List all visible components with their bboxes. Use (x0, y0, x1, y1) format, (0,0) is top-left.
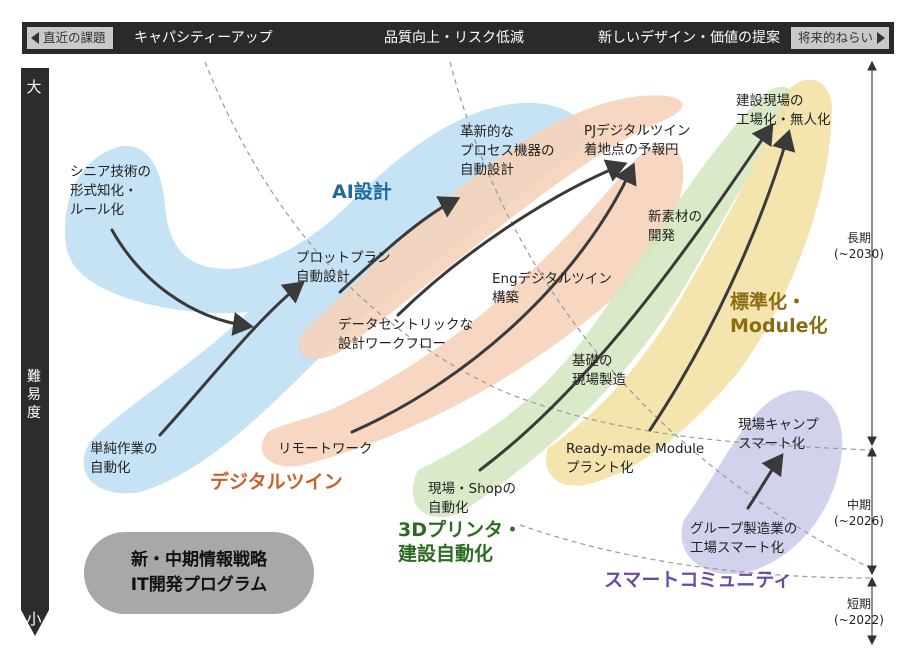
arrow-simple-to-plot (158, 281, 305, 437)
axis-bottom-label: 小 (26, 610, 42, 628)
item-group-manufacturing: グループ製造業の 工場スマート化 (690, 521, 798, 556)
item-senior-knowledge: シニア技術の 形式知化・ ルール化 (70, 164, 151, 218)
3d-printer-region (412, 86, 793, 518)
top-item-capacity: キャパシティーアップ (134, 30, 273, 46)
category-3d-printer: 3Dプリンタ・ 建設自動化 (398, 519, 522, 565)
category-ai-design: AI設計 (332, 181, 392, 203)
horizon-dashed-lines (204, 61, 871, 579)
item-remote-work: リモートワーク (278, 441, 373, 457)
smart-community-region (681, 390, 843, 575)
arrow-remote-to-pj (350, 162, 637, 434)
category-smart-community: スマートコミュニティ (604, 569, 793, 591)
item-new-material: 新素材の 開発 (648, 209, 702, 244)
top-item-quality: 品質向上・リスク低減 (384, 30, 524, 46)
it-program-text: 新・中期情報戦略 IT開発プログラム (130, 550, 268, 595)
timeframe-long: 長期 (~2030) (834, 231, 884, 261)
axis-title-text: 難易度 (27, 369, 41, 421)
arrow-group-to-camp (746, 453, 784, 510)
it-program-badge: 新・中期情報戦略 IT開発プログラム (84, 532, 314, 614)
item-ready-made-module: Ready-made Module プラント化 (566, 441, 705, 476)
item-pj-digital-twin: PJデジタルツイン 着地点の予報円 (584, 123, 691, 158)
axis-top-label: 大 (26, 78, 42, 96)
item-data-centric: データセントリックな 設計ワークフロー (338, 317, 473, 352)
arrow-senior-to-plot (110, 228, 254, 336)
digital-twin-region (261, 95, 684, 467)
item-simple-task-automation: 単純作業の 自動化 (90, 441, 158, 476)
progress-arrows (110, 123, 796, 510)
top-bar: 直近の課題 キャパシティーアップ 品質向上・リスク低減 新しいデザイン・価値の提… (22, 22, 894, 54)
item-site-shop-automation: 現場・Shopの 自動化 (428, 481, 516, 516)
arrow-plot-to-innov (338, 196, 461, 294)
difficulty-axis: 大 難易度 小 (20, 68, 50, 636)
top-item-new-design: 新しいデザイン・価値の提案 (598, 30, 780, 46)
category-digital-twin: デジタルツイン (210, 471, 343, 493)
item-site-factory: 建設現場の 工場化・無人化 (736, 93, 831, 128)
arrow-readymade-to-factory (648, 129, 796, 432)
arrow-shop-to-factory (478, 123, 774, 472)
item-eng-digital-twin: Engデジタルツイン 構築 (492, 271, 612, 306)
timeframe-short: 短期 (~2022) (834, 597, 884, 627)
current-issues-tag: 直近の課題 (27, 27, 113, 49)
item-innovative-process: 革新的な プロセス機器の 自動設計 (460, 124, 555, 178)
difficulty-axis-bar (21, 68, 49, 636)
item-basic-site-manufacturing: 基礎の 現場製造 (572, 353, 626, 388)
axis-title: 難易度 (20, 368, 48, 422)
module-region (545, 79, 832, 486)
arrow-datacentric-to-pj (396, 159, 628, 317)
future-aim-tag: 将来的ねらい (790, 27, 889, 49)
timeframe-mid: 中期 (~2026) (834, 498, 884, 528)
item-site-camp: 現場キャンプ スマート化 (738, 417, 819, 452)
time-axis (867, 60, 877, 646)
category-module: 標準化・ Module化 (730, 291, 828, 337)
item-plot-plan: プロットプラン 自動設計 (296, 250, 391, 285)
